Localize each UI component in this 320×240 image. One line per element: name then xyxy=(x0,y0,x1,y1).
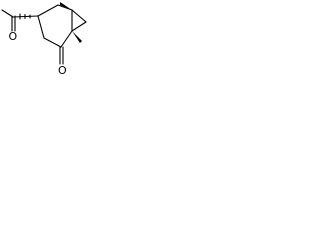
bond-ring-c5-c6 xyxy=(43,37,62,48)
bond-ring-c2-c3 xyxy=(57,4,73,11)
bond-ring-c4-c5 xyxy=(37,15,45,39)
bold-wedge-bond xyxy=(72,31,82,43)
bond-acetyl-methyl xyxy=(1,9,14,18)
bond-ring-c6-c1 xyxy=(60,30,73,48)
bond-cyclopropane-2 xyxy=(71,21,87,32)
chemical-structure: O O xyxy=(1,2,87,77)
ketone-oxygen-label: O xyxy=(58,64,67,77)
bond-cyclopropane-1 xyxy=(71,9,87,23)
bond-ring-c4-c3 xyxy=(37,4,59,17)
acetyl-oxygen-label: O xyxy=(9,30,18,43)
bold-wedge-top xyxy=(60,2,72,10)
